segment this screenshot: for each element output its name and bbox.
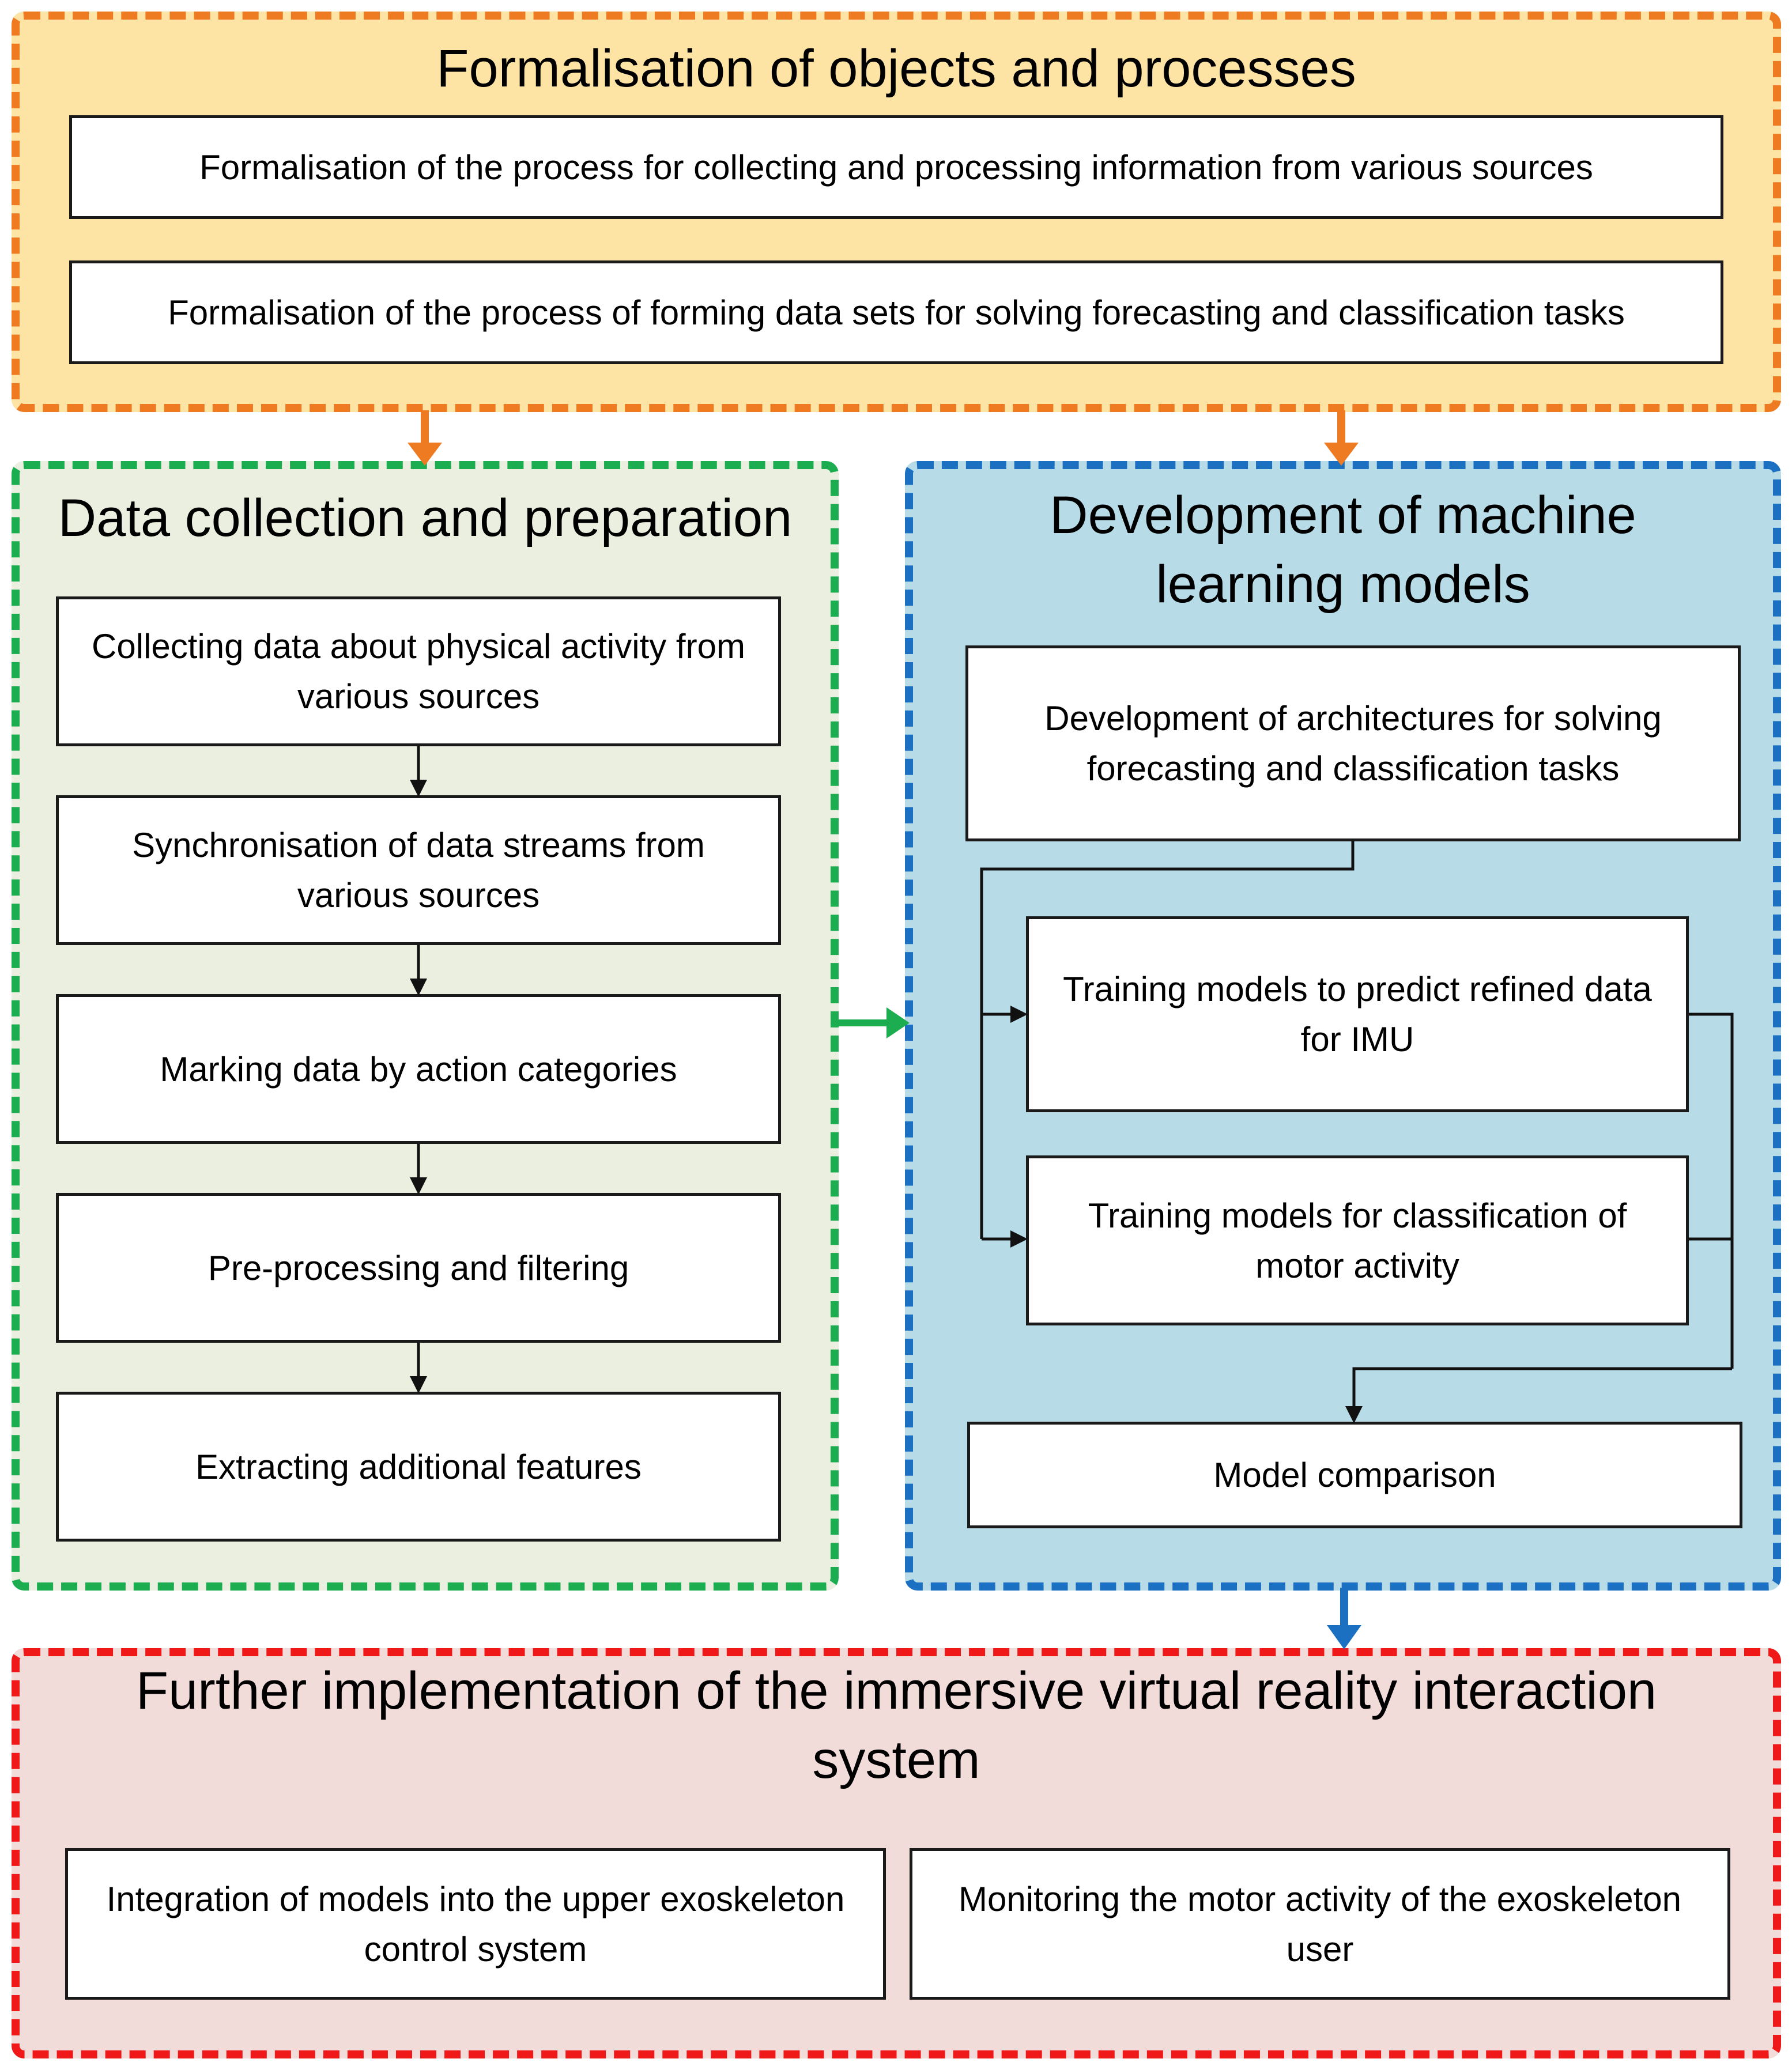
step-collecting-data: Collecting data about physical activity … <box>56 596 781 746</box>
architecture-box: Development of architectures for solving… <box>965 645 1741 841</box>
connector-architecture-trunk <box>980 841 1355 1239</box>
arrow-data-collection-to-ml-models <box>839 1007 910 1038</box>
step-pre-processing: Pre-processing and filtering <box>56 1193 781 1343</box>
implementation-title: Further implementation of the immersive … <box>135 1661 1657 1789</box>
training-imu-box: Training models to predict refined data … <box>1026 916 1689 1112</box>
formalisation-item-collecting: Formalisation of the process for collect… <box>69 115 1723 219</box>
arrow-formalisation-to-ml-models <box>1324 410 1359 466</box>
arrow-formalisation-to-data-collection <box>408 410 442 466</box>
formalisation-item-datasets: Formalisation of the process of forming … <box>69 260 1723 364</box>
ml-models-title: Development of machine learning models <box>1050 486 1636 614</box>
monitoring-box: Monitoring the motor activity of the exo… <box>910 1848 1730 2000</box>
integration-box: Integration of models into the upper exo… <box>65 1848 886 2000</box>
step-synchronisation: Synchronisation of data streams from var… <box>56 795 781 945</box>
data-collection-title: Data collection and preparation <box>58 489 793 547</box>
arrow-ml-models-to-implementation <box>1327 1588 1361 1649</box>
arrow-to-model-comparison <box>1345 1367 1732 1423</box>
formalisation-title: Formalisation of objects and processes <box>436 39 1356 98</box>
connector-training-imu-out <box>1689 1013 1734 1369</box>
step-extracting-features: Extracting additional features <box>56 1392 781 1542</box>
